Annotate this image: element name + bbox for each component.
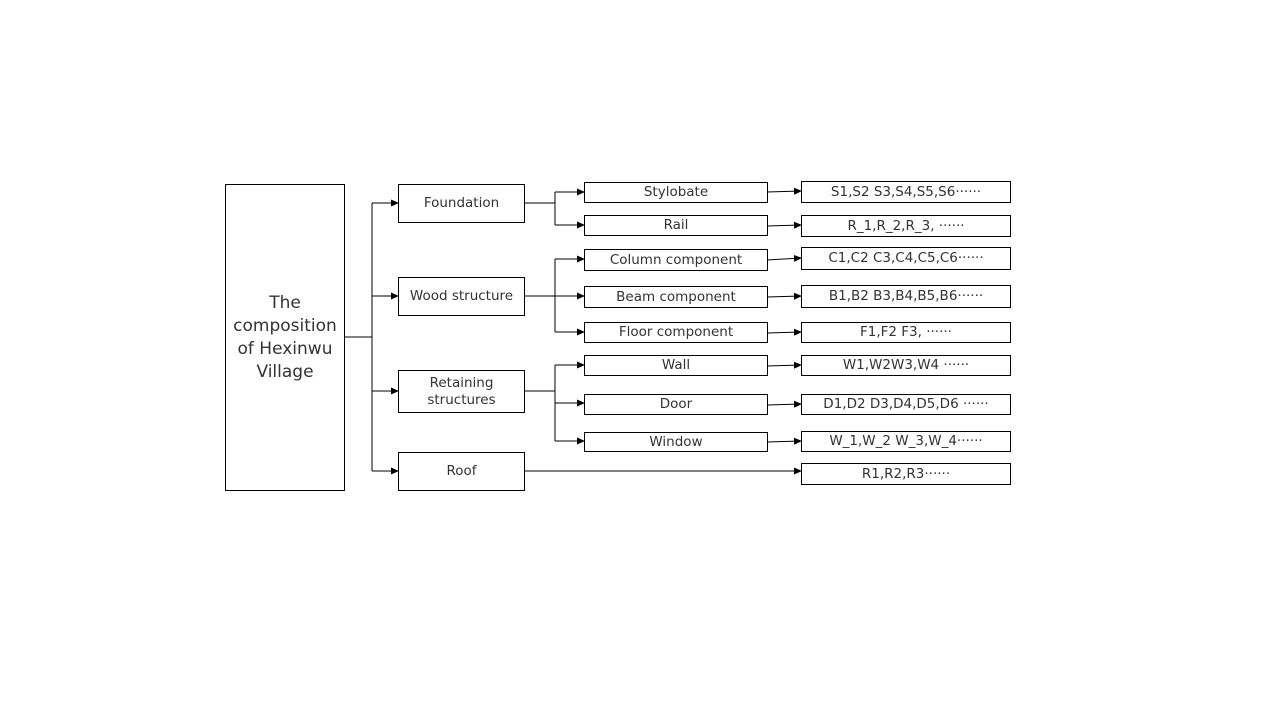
component-beam: Beam component [584,286,768,308]
codes-stylobate: S1,S2 S3,S4,S5,S6······ [801,181,1011,203]
component-door: Door [584,394,768,415]
component-rail: Rail [584,215,768,236]
codes-beam: B1,B2 B3,B4,B5,B6······ [801,285,1011,308]
component-window: Window [584,432,768,452]
codes-window: W_1,W_2 W_3,W_4······ [801,431,1011,452]
root-node: The composition of Hexinwu Village [225,184,345,491]
codes-wall: W1,W2W3,W4 ······ [801,355,1011,376]
codes-floor: F1,F2 F3, ······ [801,322,1011,343]
codes-rail: R_1,R_2,R_3, ······ [801,215,1011,237]
codes-door: D1,D2 D3,D4,D5,D6 ······ [801,394,1011,415]
category-wood-structure: Wood structure [398,277,525,316]
component-column: Column component [584,249,768,271]
component-stylobate: Stylobate [584,182,768,203]
codes-roof: R1,R2,R3······ [801,463,1011,485]
codes-column: C1,C2 C3,C4,C5,C6······ [801,247,1011,270]
component-wall: Wall [584,355,768,376]
category-retaining-structures: Retaining structures [398,370,525,413]
component-floor: Floor component [584,322,768,343]
category-foundation: Foundation [398,184,525,223]
category-roof: Roof [398,452,525,491]
